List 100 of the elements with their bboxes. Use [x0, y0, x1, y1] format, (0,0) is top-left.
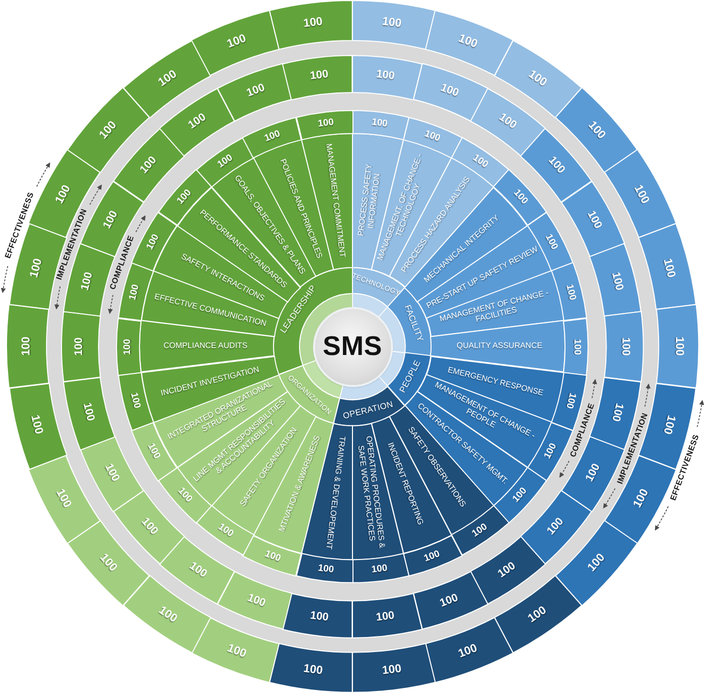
- score-value: 100: [146, 232, 162, 252]
- score-value: 100: [584, 209, 604, 231]
- score-cell: [656, 304, 699, 389]
- score-cell: [638, 223, 696, 310]
- score-cell: [6, 304, 50, 389]
- score-value: 100: [382, 16, 402, 30]
- score-value: 100: [371, 563, 388, 576]
- score-value: 100: [586, 551, 608, 574]
- element-label: MANAGEMENT COMMITMENT: [324, 143, 346, 258]
- score-cell: [159, 536, 235, 605]
- score-cell: [589, 242, 642, 316]
- score-cell: [412, 63, 488, 122]
- score-value: 100: [216, 522, 234, 540]
- score-cell: [551, 262, 588, 322]
- score-cell: [191, 10, 280, 76]
- score-value: 100: [631, 486, 651, 510]
- score-value: 100: [28, 414, 44, 436]
- element-label: OPERATING PROCEDURES & SAFE WORK PRACTICES: [356, 434, 386, 550]
- score-value: 100: [371, 118, 388, 130]
- score-cell: [116, 318, 142, 376]
- score-value: 100: [526, 604, 549, 626]
- score-value: 100: [546, 516, 567, 538]
- score-value: 100: [264, 129, 282, 144]
- score-cell: [561, 180, 626, 257]
- score-cell: [216, 63, 292, 122]
- score-cell: [216, 570, 292, 630]
- element-label: PROCESS SAFETY INFORMATION: [356, 162, 382, 236]
- element-label: COMPLIANCE AUDITS: [164, 342, 248, 351]
- score-value: 100: [470, 522, 490, 540]
- score-value: 100: [438, 592, 460, 610]
- score-value: 100: [98, 551, 120, 574]
- score-cell: [80, 436, 144, 512]
- score-value: 100: [584, 462, 604, 484]
- score-value: 100: [98, 119, 120, 142]
- score-cell: [282, 55, 353, 100]
- score-value: 100: [496, 112, 518, 132]
- score-value: 100: [316, 563, 334, 576]
- score-value: 100: [376, 610, 396, 624]
- score-value: 100: [28, 258, 44, 280]
- score-value: 100: [146, 441, 162, 460]
- score-value: 100: [470, 153, 490, 170]
- score-cell: [296, 552, 353, 583]
- score-value: 100: [138, 155, 159, 176]
- score-value: 100: [54, 486, 74, 510]
- score-value: 100: [102, 209, 121, 231]
- score-value: 100: [456, 642, 480, 660]
- score-cell: [269, 0, 353, 50]
- score-value: 100: [175, 486, 194, 505]
- score-cell: [8, 382, 67, 470]
- score-value: 100: [102, 462, 121, 484]
- score-cell: [122, 575, 211, 654]
- element-label: QUALITY ASSURANCE: [456, 342, 542, 351]
- score-cell: [563, 318, 589, 376]
- score-value: 100: [376, 69, 396, 83]
- score-cell: [352, 643, 436, 693]
- score-value: 100: [186, 560, 209, 581]
- score-cell: [118, 372, 154, 431]
- score-value: 100: [74, 337, 86, 356]
- score-value: 100: [138, 516, 159, 538]
- score-value: 100: [264, 548, 282, 564]
- score-value: 100: [216, 153, 234, 170]
- score-value: 100: [631, 184, 651, 206]
- score-value: 100: [310, 69, 330, 83]
- score-value: 100: [660, 414, 678, 436]
- score-value: 100: [20, 336, 33, 356]
- score-value: 100: [572, 338, 582, 354]
- score-value: 100: [382, 662, 402, 678]
- score-cell: [470, 536, 546, 605]
- score-cell: [352, 0, 436, 50]
- score-value: 100: [186, 112, 209, 132]
- score-value: 100: [543, 441, 560, 460]
- score-value: 100: [156, 604, 179, 626]
- score-cell: [402, 534, 463, 576]
- score-value: 100: [156, 68, 179, 89]
- score-cell: [352, 552, 410, 583]
- score-value: 100: [546, 155, 567, 176]
- score-cell: [425, 10, 514, 76]
- score-cell: [28, 454, 102, 544]
- score-cell: [282, 592, 353, 638]
- score-cell: [269, 643, 353, 693]
- score-cell: [604, 310, 644, 382]
- score-cell: [425, 616, 514, 683]
- score-value: 100: [123, 338, 133, 354]
- score-value: 100: [226, 642, 248, 660]
- score-value: 100: [564, 284, 578, 302]
- score-cell: [352, 55, 423, 100]
- score-value: 100: [526, 68, 549, 89]
- score-value: 100: [316, 118, 334, 130]
- score-value: 100: [672, 336, 685, 356]
- score-value: 100: [245, 83, 266, 100]
- score-value: 100: [609, 270, 625, 292]
- score-cell: [604, 149, 676, 238]
- score-value: 100: [226, 32, 248, 51]
- score-cell: [296, 110, 353, 140]
- score-value: 100: [175, 188, 194, 207]
- score-value: 100: [310, 610, 330, 624]
- score-cell: [242, 116, 302, 158]
- score-cell: [412, 570, 488, 630]
- score-value: 100: [456, 32, 480, 51]
- score-value: 100: [422, 548, 442, 564]
